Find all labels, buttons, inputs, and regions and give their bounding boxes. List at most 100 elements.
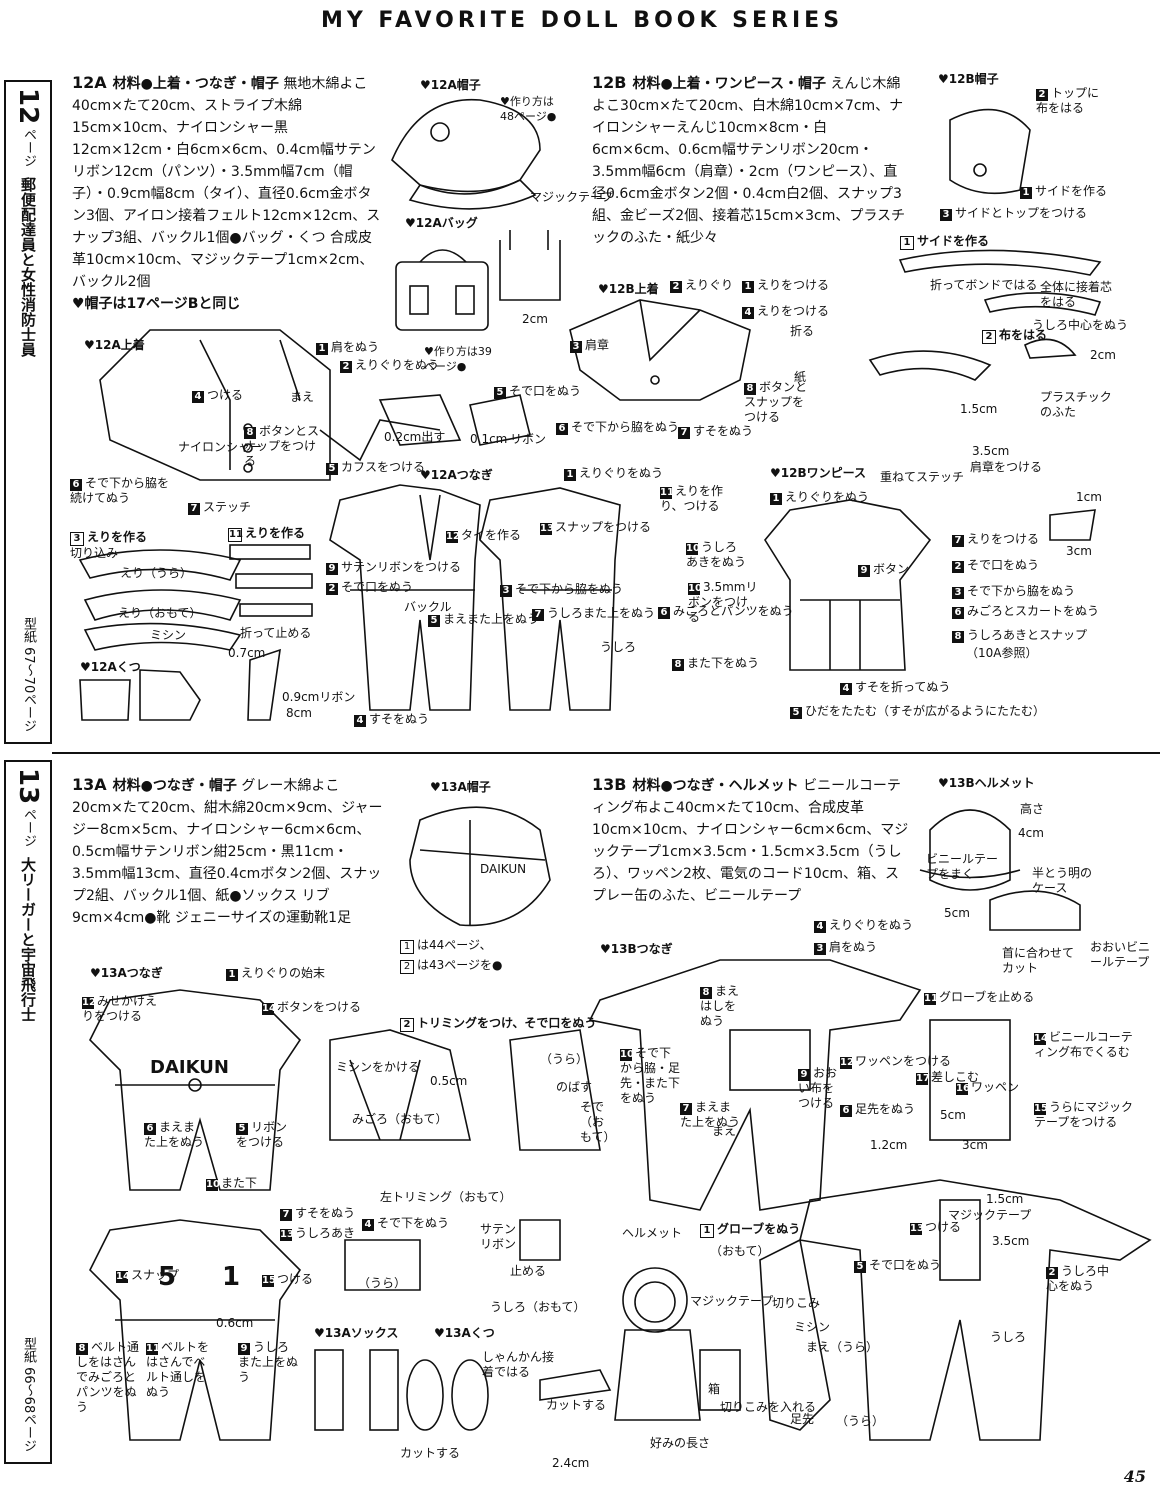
height-label: 高さ <box>1020 802 1045 816</box>
dim-0-5cm: 0.5cm <box>430 1074 468 1088</box>
tab-pattern: 型紙 66～68ページ <box>21 1336 36 1452</box>
step-snap: 13スナップをつける <box>540 520 652 535</box>
section-title: 材料●上着・つなぎ・帽子 <box>112 76 279 92</box>
collar-front-label: えり（おもて） <box>118 606 202 620</box>
tab-title: 郵便配達員と女性消防士員 <box>19 177 37 358</box>
cut-label: カットする <box>400 1446 461 1460</box>
step-b11: 11グローブを止める <box>924 990 1035 1005</box>
dim-1-5cm: 1.5cm <box>960 402 998 416</box>
tab-unit: ページ <box>21 128 36 168</box>
cut-in-label-2: 切りこみ <box>772 1296 821 1310</box>
box-label: 箱 <box>708 1382 721 1396</box>
ura-label-2: （うら） <box>358 1276 407 1290</box>
cap-13a-heading: ♥13A帽子 <box>430 780 491 794</box>
collar-back-label: えり（うら） <box>120 566 193 580</box>
howto-48-note: ♥作り方は48ページ● <box>500 95 557 123</box>
tab-unit: ページ <box>21 808 36 848</box>
front-label: まえ <box>290 390 315 404</box>
step-a11: 11ベルトをはさんでベルト通しをぬう <box>146 1340 210 1399</box>
materials-body: 無地木綿よこ40cm×たて20cm、ストライプ木綿15cm×10cm、ナイロンシ… <box>72 76 381 290</box>
socks-shoes-13a-drawing <box>314 1349 612 1431</box>
ura-label-3: （うら） <box>836 1414 885 1428</box>
back-label-13b: うしろ <box>990 1330 1027 1344</box>
dim-3cm-b: 3cm <box>962 1138 988 1152</box>
cap-12a-heading: ♥12A帽子 <box>420 78 481 92</box>
jacket-12b-heading: ♥12B上着 <box>598 282 659 296</box>
overlap-stitch-label: 重ねてステッチ <box>880 470 965 484</box>
step-b16: 16ワッペン <box>956 1080 1020 1095</box>
section-code: 12A <box>72 73 107 92</box>
section-title: 材料●つなぎ・ヘルメット <box>632 778 799 794</box>
materials-12a: 12A 材料●上着・つなぎ・帽子 無地木綿よこ40cm×たて20cm、ストライプ木… <box>72 72 384 315</box>
preferred-length-label: 好みの長さ <box>650 1436 711 1450</box>
jacket-12a-heading: ♥12A上着 <box>84 338 145 352</box>
step-a12: 12みせかけえりをつける <box>82 994 158 1023</box>
dim-1-5cm-b: 1.5cm <box>986 1192 1024 1206</box>
toe-label: 足先 <box>790 1412 815 1426</box>
paper-label: 紙 <box>794 370 807 384</box>
materials-body: えんじ木綿よこ30cm×たて20cm、白木綿10cm×7cm、ナイロンシャーえん… <box>592 76 906 246</box>
dim-0-6cm: 0.6cm <box>216 1316 254 1330</box>
interfacing-label: 全体に接着芯をはる <box>1040 280 1113 309</box>
section-code: 13A <box>72 775 107 794</box>
tab-number: 12 <box>13 88 43 125</box>
ref-10a: （10A参照） <box>966 646 1038 660</box>
back-label: うしろ <box>600 640 637 654</box>
dim-0-7cm: 0.7cm <box>228 646 266 660</box>
step-a15: 15つける <box>262 1272 314 1287</box>
step-b12: 12ワッペンをつける <box>840 1054 952 1069</box>
stretch-label: のばす <box>556 1080 593 1094</box>
dim-5cm-b: 5cm <box>940 1108 966 1122</box>
step-a13: 13うしろあき <box>280 1226 356 1241</box>
step-a14: 14ボタンをつける <box>262 1000 362 1015</box>
cap-12b-heading: ♥12B帽子 <box>938 72 999 86</box>
howto-39-note: ♥作り方は39ページ● <box>424 345 492 373</box>
jersey-number-5: 5 <box>158 1262 177 1292</box>
fold-bond-label: 折ってボンドではる <box>930 278 1038 292</box>
step-a10: 10また下 <box>206 1176 258 1191</box>
shoes-12a-heading: ♥12Aくつ <box>80 660 141 674</box>
daikun-jersey-text: DAIKUN <box>150 1057 229 1078</box>
dim-5cm: 5cm <box>944 906 970 920</box>
cut-in-label: 切り込み <box>70 546 119 560</box>
dress-12b-heading: ♥12Bワンピース <box>770 466 867 480</box>
jumpsuit-13b-heading: ♥13Bつなぎ <box>600 942 673 956</box>
neck-cut-label: 首に合わせてカット <box>1002 946 1075 975</box>
cut-label-2: カットする <box>546 1398 607 1412</box>
step-collar-make: 11えりを作り、つける <box>660 484 724 513</box>
materials-body: グレー木綿よこ20cm×たて20cm、紺木綿20cm×9cm、ジャージー8cm×… <box>72 778 383 926</box>
dim-3-5cm-b: 3.5cm <box>992 1234 1030 1248</box>
magic-tape-back: マジックテープ <box>948 1208 1032 1222</box>
back-center-label: うしろ中心をぬう <box>1032 318 1129 332</box>
materials-note: ♥帽子は17ページBと同じ <box>72 296 241 312</box>
dim-2-4cm: 2.4cm <box>552 1456 590 1470</box>
step-ribbon-3-5: 103.5mmリボンをつける <box>688 580 758 624</box>
dim-3cm: 3cm <box>1066 544 1092 558</box>
emblem-label: 肩章をつける <box>970 460 1043 474</box>
